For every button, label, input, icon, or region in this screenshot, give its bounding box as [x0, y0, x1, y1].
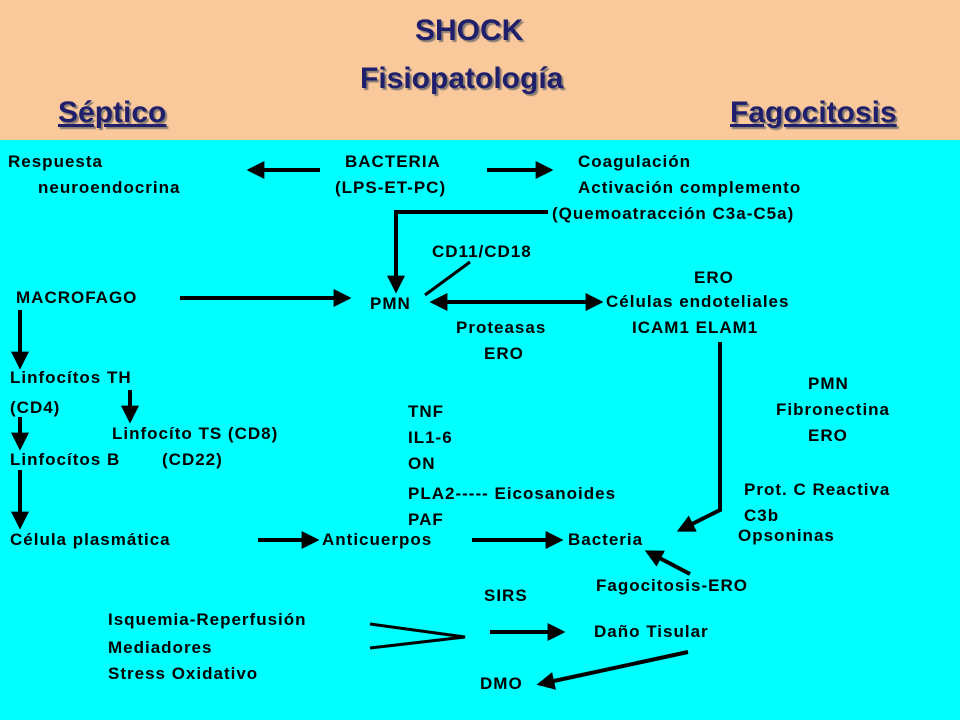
node-opsoninas: Opsoninas [738, 526, 835, 545]
node-respuesta-line2: neuroendocrina [38, 178, 181, 197]
arrow-fagocitosis-to-bacteria [644, 550, 691, 576]
node-fibronectina: Fibronectina [776, 400, 891, 419]
node-il1-6: IL1-6 [408, 428, 453, 447]
label-septico: Séptico [58, 96, 167, 129]
label-fagocitosis: Fagocitosis [730, 96, 897, 129]
node-tnf: TNF [408, 402, 445, 421]
node-fagocitosis-ero: Fagocitosis-ERO [596, 576, 748, 595]
node-pmn: PMN [370, 294, 411, 313]
node-anticuerpos: Anticuerpos [322, 530, 433, 549]
node-cd4: (CD4) [10, 398, 61, 417]
node-icam-elam: ICAM1 ELAM1 [632, 318, 759, 337]
node-ero-proteasas: ERO [484, 344, 524, 363]
node-linfocitos-th: Linfocítos TH [10, 368, 132, 387]
node-linfocito-ts: Linfocíto TS (CD8) [112, 424, 279, 443]
node-pla2-eicosanoides: PLA2----- Eicosanoides [408, 484, 617, 503]
node-prot-c-reactiva: Prot. C Reactiva [744, 480, 891, 499]
node-respuesta-line1: Respuesta [8, 152, 103, 171]
node-bacteria: BACTERIA [345, 152, 441, 171]
node-ero-top: ERO [694, 268, 734, 287]
node-bacteria-agents: (LPS-ET-PC) [335, 178, 447, 197]
diagram-canvas [0, 140, 960, 720]
node-dano-tisular: Daño Tisular [594, 622, 709, 641]
title-shock: SHOCK [415, 14, 524, 47]
node-dmo: DMO [480, 674, 523, 693]
arrow-dano-to-dmo [536, 650, 689, 690]
node-c3b: C3b [744, 506, 780, 525]
node-stress-oxidativo: Stress Oxidativo [108, 664, 259, 683]
node-proteasas: Proteasas [456, 318, 547, 337]
node-on: ON [408, 454, 436, 473]
node-bacteria-bottom: Bacteria [568, 530, 644, 549]
node-mediadores: Mediadores [108, 638, 213, 657]
node-linfocitos-b: Linfocítos B [10, 450, 121, 469]
node-pmn-right: PMN [808, 374, 849, 393]
node-cd22: (CD22) [162, 450, 223, 469]
node-isquemia-reperfusion: Isquemia-Reperfusión [108, 610, 307, 629]
convergence-bracket [369, 622, 466, 650]
node-activacion-complemento: Activación complemento [578, 178, 802, 197]
title-fisiopatologia: Fisiopatología [360, 62, 564, 95]
node-cd11-cd18: CD11/CD18 [432, 242, 532, 261]
node-sirs: SIRS [484, 586, 528, 605]
line-cd11-to-pmn [424, 260, 471, 297]
node-macrofago: MACROFAGO [16, 288, 138, 307]
header-band [0, 0, 960, 140]
node-paf: PAF [408, 510, 444, 529]
arrow-quemoatraccion-to-pmn [387, 210, 548, 294]
arrow-icam-to-bacteria [676, 342, 722, 532]
node-coagulacion: Coagulación [578, 152, 692, 171]
node-celula-plasmatica: Célula plasmática [10, 530, 171, 549]
node-quemoatraccion: (Quemoatracción C3a-C5a) [552, 204, 795, 223]
node-ero-right: ERO [808, 426, 848, 445]
node-celulas-endoteliales: Células endoteliales [606, 292, 790, 311]
